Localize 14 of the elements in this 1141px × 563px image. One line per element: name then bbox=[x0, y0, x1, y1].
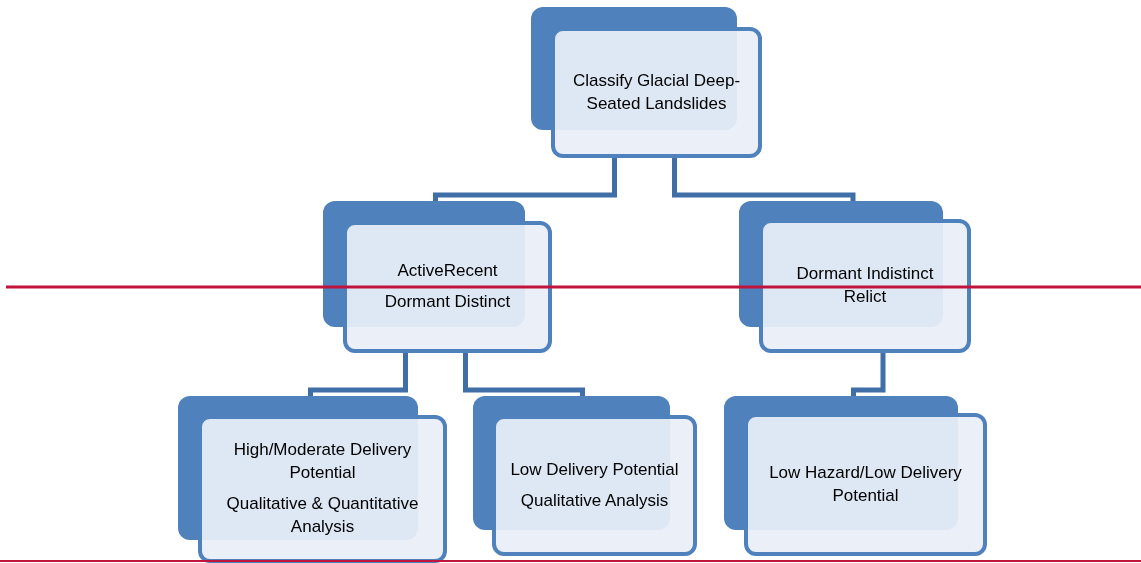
node-text: Dormant Distinct bbox=[384, 291, 511, 313]
connector-line bbox=[308, 353, 408, 396]
connector-line bbox=[463, 353, 585, 396]
node-text: Low Delivery Potential bbox=[510, 458, 679, 481]
connector-line bbox=[672, 158, 856, 201]
node-text: Classify Glacial Deep-Seated Landslides bbox=[571, 69, 742, 115]
connector-line bbox=[433, 158, 617, 201]
node-text: Qualitative & Quantitative Analysis bbox=[225, 493, 420, 538]
node-text: Dormant Indistinct Relict bbox=[795, 263, 935, 308]
node-text: ActiveRecent bbox=[397, 260, 498, 283]
node-text: Qualitative Analysis bbox=[520, 489, 669, 512]
node-text: Low Hazard/Low Delivery Potential bbox=[768, 461, 963, 507]
node-text: High/Moderate Delivery Potential bbox=[232, 439, 413, 485]
connector-line bbox=[851, 353, 886, 396]
